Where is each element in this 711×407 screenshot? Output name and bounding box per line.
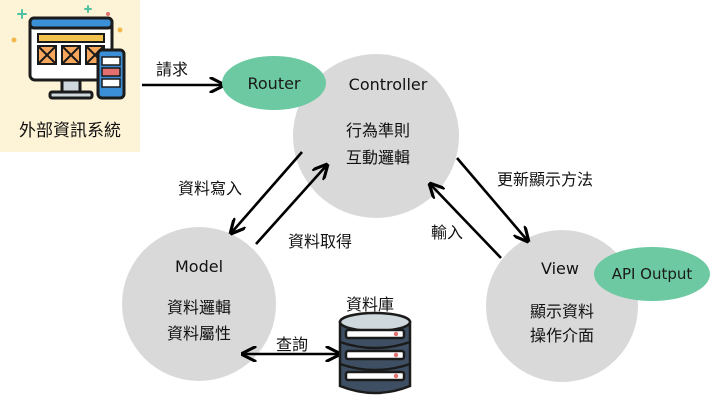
model-line2: 資料屬性 [166, 324, 231, 343]
update-display-arrow [456, 157, 527, 240]
view-line2: 操作介面 [529, 326, 594, 345]
data-write-arrow [232, 151, 303, 232]
router-badge: Router [222, 56, 326, 110]
controller-line1: 行為準則 [345, 121, 410, 140]
update-display-label: 更新顯示方法 [497, 170, 594, 189]
view-title: View [541, 259, 579, 278]
api-output-badge: API Output [594, 247, 710, 301]
data-write-label: 資料寫入 [178, 179, 243, 198]
database-label: 資料庫 [346, 295, 395, 314]
data-get-label: 資料取得 [288, 232, 353, 251]
controller-title: Controller [348, 75, 428, 94]
model-title: Model [174, 257, 224, 276]
request-label: 請求 [156, 60, 189, 79]
model-line1: 資料邏輯 [166, 298, 231, 317]
api-output-badge-label: API Output [611, 265, 693, 283]
controller-line2: 互動邏輯 [345, 148, 410, 167]
data-get-arrow [255, 166, 326, 245]
external-system-label: 外部資訊系統 [19, 121, 121, 141]
input-arrow [431, 185, 502, 259]
view-line1: 顯示資料 [529, 302, 594, 321]
external-system-box: 外部資訊系統 [0, 0, 140, 152]
computer-and-phone-wireframe-icon [11, 5, 126, 100]
router-badge-label: Router [247, 73, 301, 93]
input-label: 輸入 [431, 223, 464, 242]
query-label: 查詢 [276, 335, 309, 354]
